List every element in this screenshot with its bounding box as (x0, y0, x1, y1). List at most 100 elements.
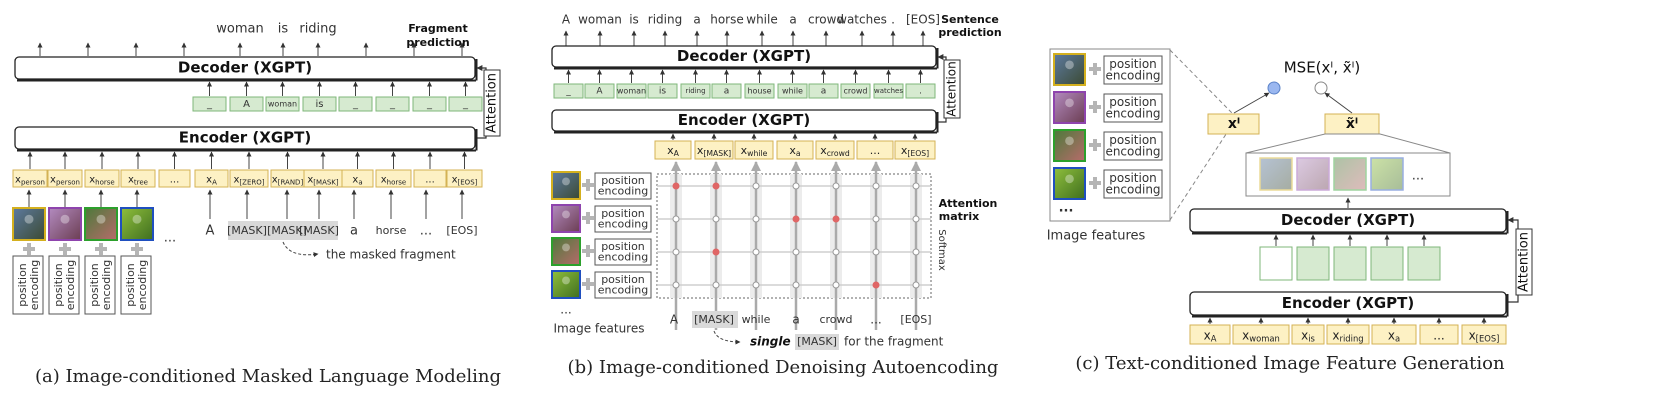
attention-weight-node (712, 215, 720, 223)
attention-box-a (483, 69, 501, 137)
position-encoding-box-c (1103, 93, 1163, 123)
decoder-input-token-b: house (747, 87, 771, 96)
decoder-input-box-b (777, 83, 808, 99)
sentence-word: [EOS] (906, 13, 940, 27)
image-thumbnail-detail (60, 214, 70, 224)
decoder-input-token: _ (352, 99, 359, 110)
position-word: position (601, 207, 645, 220)
zoom-connector (1169, 49, 1233, 114)
decoder-input-token: _ (389, 99, 396, 110)
decoder-input-box (302, 96, 337, 112)
image-thumbnail-detail (132, 214, 142, 224)
token-base: x (667, 144, 674, 157)
encoder-input-token-b (856, 140, 894, 160)
position-encoding-box-b (594, 205, 652, 233)
token-base: x (206, 175, 212, 186)
predicted-word: riding (299, 22, 336, 37)
decoder-input-token: _ (206, 99, 213, 110)
target-to-mse-arrow (1233, 92, 1270, 114)
image-thumbnail-detail (562, 210, 570, 219)
fragment-prediction-title: prediction (406, 36, 469, 49)
encoder-input-token-c (1461, 324, 1507, 345)
image-thumbnail-detail (562, 276, 570, 285)
encoder-input-token (446, 169, 483, 188)
zoom-connector (1169, 124, 1233, 221)
token-subscript: a (1395, 333, 1400, 343)
image-feature-thumbnail-b (551, 171, 581, 200)
masked-fragment-note: the masked fragment (326, 248, 456, 262)
attention-weight-node (912, 215, 920, 223)
position-word-vertical: position (52, 263, 65, 307)
decoder-input-box (448, 96, 483, 112)
encoder-input-token-b (815, 140, 855, 160)
plus-sign-c-v (1093, 63, 1097, 75)
attention-weight-high (792, 215, 800, 223)
mask-token-highlight-b (692, 311, 738, 328)
attention-weight-high (712, 248, 720, 256)
decoder-input-box-b (873, 83, 904, 99)
bottom-token-b: while (742, 313, 771, 326)
decoder-box-b (551, 45, 937, 68)
decoder-input-box (229, 96, 264, 112)
encoder-box-b-label: Encoder (XGPT) (678, 111, 810, 129)
token-subscript: horse (387, 179, 407, 187)
image-feature-thumbnail-c (1053, 167, 1086, 200)
attention-weight-node (832, 281, 840, 289)
token-subscript: [MASK] (313, 179, 339, 187)
encoder-input-token (375, 169, 412, 188)
token-text: x[EOS] (1469, 328, 1500, 343)
attention-weight-node (912, 248, 920, 256)
plus-sign-a-v (135, 243, 139, 255)
token-base: x (697, 144, 704, 157)
token-base: x (234, 175, 240, 186)
decoder-input-token: woman (268, 100, 297, 109)
decoder-input-box-b (840, 83, 871, 99)
bottom-token-b: [MASK] (694, 313, 734, 326)
token-subscript: [EOS] (907, 149, 929, 158)
sentence-word: . (891, 13, 895, 27)
encoder-input-token (341, 169, 374, 188)
token-base: ... (870, 144, 881, 157)
generated-feature-thumbnail (1370, 157, 1404, 191)
position-encoding-box-vertical (120, 255, 152, 315)
decoder-input-token-b: _ (565, 87, 571, 97)
token-text: x[MASK] (307, 175, 339, 187)
caption-c: (c) Text-conditioned Image Feature Gener… (1075, 353, 1505, 374)
decoder-input-feature-box (1296, 246, 1330, 281)
encoding-word: encoding (598, 251, 649, 264)
decoder-input-box-b (680, 83, 711, 99)
image-thumbnail-detail (1065, 174, 1074, 184)
image-feature-thumbnail-c (1053, 91, 1086, 124)
position-encoding-box-c (1103, 131, 1163, 161)
plus-sign-c-v (1093, 177, 1097, 189)
token-subscript: [ZERO] (239, 179, 264, 187)
encoder-input-token-c (1371, 324, 1417, 345)
encoder-input-token-c (1189, 324, 1231, 345)
decoder-input-box-b (647, 83, 678, 99)
token-subscript: [EOS] (1476, 333, 1500, 343)
text-token-a: ... (420, 224, 432, 239)
token-base: x (128, 175, 134, 186)
position-word: position (601, 240, 645, 253)
token-text: x[EOS] (901, 144, 929, 158)
image-feature-thumbnail-b (551, 270, 581, 299)
token-text: x[MASK] (697, 144, 731, 158)
sentence-word: a (693, 13, 700, 27)
token-text: ... (425, 175, 435, 186)
position-encoding-box-vertical (84, 255, 116, 315)
single-note-rest: for the fragment (844, 335, 944, 349)
diagram-static-layer (12, 30, 1533, 350)
ellipsis-generated: ... (1412, 169, 1424, 184)
encoding-word-vertical: encoding (136, 260, 149, 311)
attention-weight-node (792, 182, 800, 190)
token-base: x (272, 175, 278, 186)
token-subscript: a (358, 179, 362, 187)
token-text: xA (1204, 328, 1217, 343)
decoder-input-token-b: A (596, 87, 603, 97)
predicted-feature-dot (1314, 81, 1328, 95)
attention-weight-high (872, 281, 880, 289)
token-base: x (1204, 328, 1211, 342)
sentence-word: is (629, 13, 639, 27)
token-text: ... (870, 144, 881, 157)
token-text: xriding (1332, 328, 1363, 343)
